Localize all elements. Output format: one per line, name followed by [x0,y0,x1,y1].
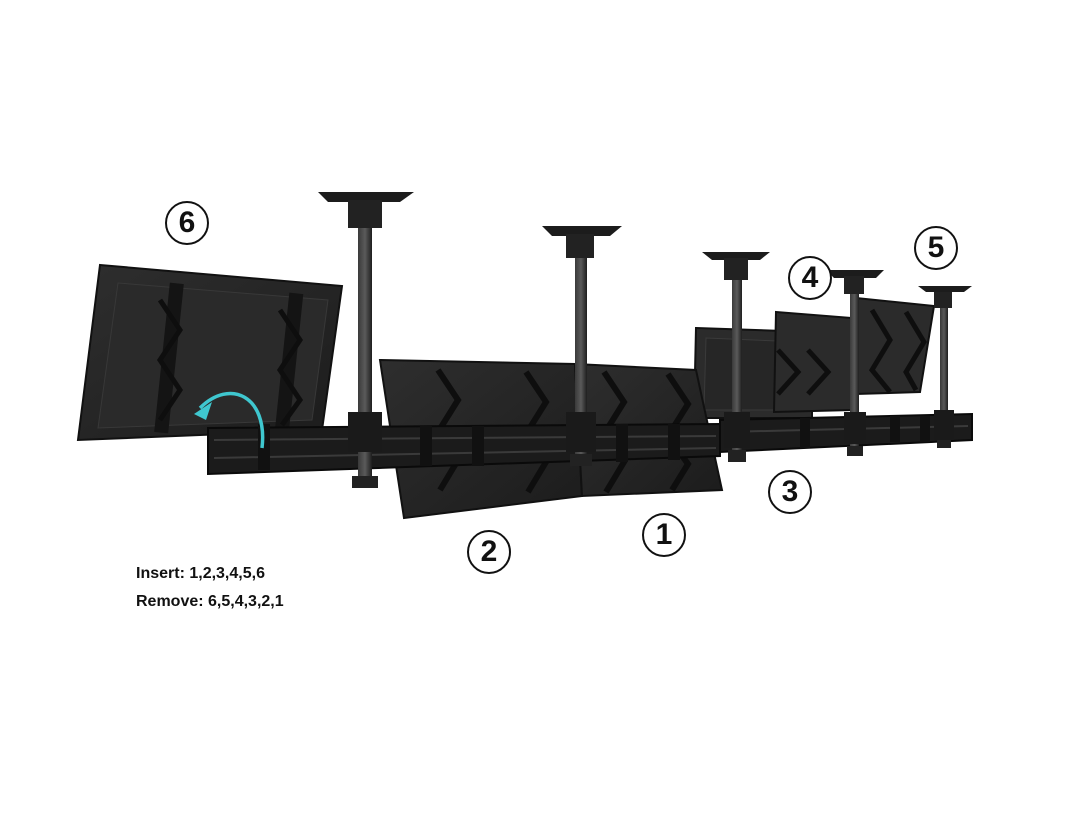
screen-6-bracket-right [274,292,304,434]
number-badge-6: 6 [165,201,209,245]
screen-5 [855,296,936,396]
number-badge-1: 1 [642,513,686,557]
number-badge-2: 2 [467,530,511,574]
insert-order-text: Insert: 1,2,3,4,5,6 [136,565,265,582]
screen-6-bracket-left [154,282,184,434]
ceiling-pole-3 [702,252,770,462]
ceiling-pole-5 [918,286,972,448]
number-badge-4: 4 [788,256,832,300]
remove-order-text: Remove: 6,5,4,3,2,1 [136,593,284,610]
ceiling-pole-4 [826,270,884,456]
number-badge-5: 5 [914,226,958,270]
screen-4 [772,310,853,414]
screen-6 [76,263,344,442]
ceiling-pole-2 [542,226,622,466]
number-badge-3: 3 [768,470,812,514]
rotation-arrow [194,391,265,449]
ceiling-pole-1 [318,192,414,488]
